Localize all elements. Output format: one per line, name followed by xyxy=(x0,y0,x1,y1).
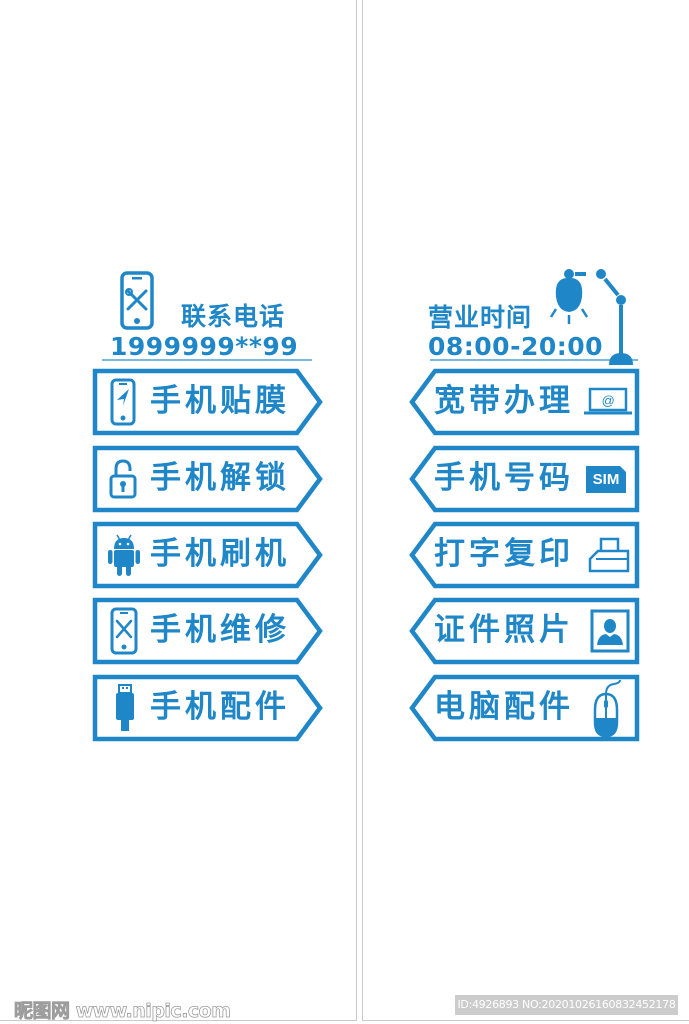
arrow-left-frame xyxy=(409,597,640,665)
sign-label: 电脑配件 xyxy=(434,689,574,725)
desk-lamp-icon xyxy=(549,269,633,365)
usb-cable-icon xyxy=(116,684,134,731)
id-photo-icon xyxy=(590,609,630,653)
arrow-right-frame xyxy=(92,445,323,513)
sign-computer-accessories[interactable]: 电脑配件 xyxy=(408,674,640,742)
sign-label: 手机贴膜 xyxy=(150,383,290,419)
arrow-right-frame xyxy=(92,368,323,436)
mouse-icon xyxy=(593,680,621,738)
sign-label: 宽带办理 xyxy=(434,383,574,419)
sign-unlock[interactable]: 手机解锁 xyxy=(92,445,324,513)
sign-label: 证件照片 xyxy=(434,612,574,648)
sign-label: 手机配件 xyxy=(150,689,290,725)
arrow-right-frame xyxy=(92,597,323,665)
sim-card-icon: SIM xyxy=(586,466,626,493)
sign-typing-copying[interactable]: 打字复印 xyxy=(408,521,640,589)
contact-phone: 1999999**99 xyxy=(110,332,299,361)
arrow-left-frame xyxy=(409,445,640,513)
android-icon xyxy=(108,534,140,576)
laptop-at-icon: @ xyxy=(584,387,632,415)
sign-flash-rom[interactable]: 手机刷机 xyxy=(92,521,324,589)
sign-label: 手机号码 xyxy=(434,460,574,496)
sign-label: 手机维修 xyxy=(150,612,290,648)
arrow-left-frame xyxy=(409,674,640,742)
site-watermark: 昵图网 www.nipic.com xyxy=(14,1000,232,1023)
arrow-right-frame xyxy=(92,521,323,589)
header-divider xyxy=(102,359,312,361)
sign-id-photo[interactable]: 证件照片 xyxy=(408,597,640,665)
phone-repair-icon xyxy=(110,607,138,655)
sign-broadband[interactable]: 宽带办理 @ xyxy=(408,368,640,436)
sign-label: 手机刷机 xyxy=(150,536,290,572)
sign-phone-accessories[interactable]: 手机配件 xyxy=(92,674,324,742)
header-divider xyxy=(430,359,638,361)
arrow-right-frame xyxy=(92,674,323,742)
phone-film-icon xyxy=(110,378,136,426)
arrow-left-frame xyxy=(409,368,640,436)
image-id-watermark: ID:4926893 NO:20201026160832452178 xyxy=(455,995,678,1015)
hours-title: 营业时间 xyxy=(428,303,533,332)
sign-phone-number[interactable]: 手机号码 SIM xyxy=(408,445,640,513)
contact-title: 联系电话 xyxy=(181,302,286,331)
phone-repair-icon xyxy=(120,271,154,330)
sign-phone-repair[interactable]: 手机维修 xyxy=(92,597,324,665)
arrow-left-frame xyxy=(409,521,640,589)
printer-icon xyxy=(588,537,630,573)
svg-text:@: @ xyxy=(601,393,614,408)
unlock-icon xyxy=(109,459,137,499)
sign-phone-film[interactable]: 手机贴膜 xyxy=(92,368,324,436)
hours-value: 08:00-20:00 xyxy=(428,332,604,361)
sign-label: 打字复印 xyxy=(434,536,574,572)
sign-label: 手机解锁 xyxy=(150,460,290,496)
